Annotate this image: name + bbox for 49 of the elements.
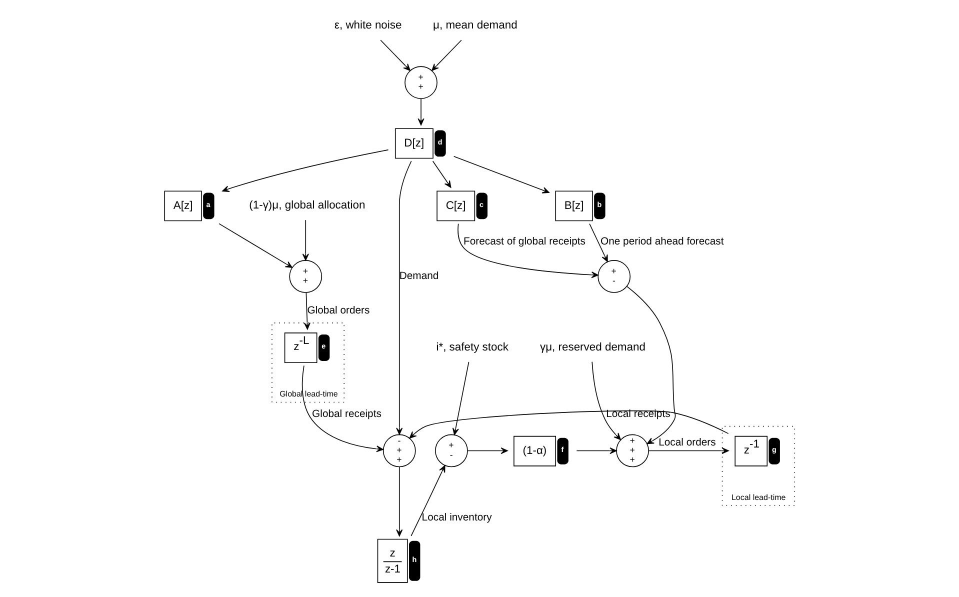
- edge-label: Forecast of global receipts: [463, 236, 586, 248]
- arrow: [589, 223, 608, 262]
- arrow: [452, 362, 470, 436]
- node-label: h: [412, 554, 417, 564]
- node-circle: + + +: [616, 434, 649, 468]
- node-circle: + +: [404, 66, 438, 99]
- arrow: [222, 149, 389, 192]
- arrow: [218, 223, 293, 268]
- node-label: g: [772, 445, 776, 454]
- arrow: [304, 292, 310, 330]
- arrow: [648, 447, 729, 454]
- arrow: [409, 410, 729, 439]
- arrow: [302, 220, 309, 261]
- arrow: [302, 365, 384, 452]
- arrow: [626, 286, 676, 444]
- arrow: [453, 156, 550, 194]
- node-circle: + -: [598, 260, 631, 293]
- node-circle: + +: [289, 260, 322, 293]
- arrow: [458, 223, 598, 278]
- edge-label: One period ahead forecast: [600, 236, 724, 248]
- arrow: [432, 40, 462, 71]
- node-label: f: [561, 445, 564, 454]
- node-text: ε, white noise: [334, 20, 402, 32]
- arrow: [380, 40, 410, 71]
- arrow: [576, 447, 617, 454]
- arrow: [396, 160, 412, 435]
- edge-label: Local orders: [658, 437, 716, 448]
- node-text: (1-γ)μ, global allocation: [249, 200, 366, 212]
- arrow: [410, 465, 446, 536]
- edge-label: Local inventory: [422, 512, 492, 524]
- node-label: e: [322, 342, 326, 351]
- arrow: [396, 466, 403, 536]
- node-label: a: [206, 200, 210, 209]
- arrow: [432, 160, 452, 188]
- edge-label: Local receipts: [606, 409, 670, 420]
- arrow: [467, 447, 508, 454]
- node-label: c: [480, 200, 484, 209]
- node-text: μ, mean demand: [433, 20, 518, 32]
- node-circle: + -: [435, 434, 468, 468]
- node-label: d: [438, 137, 442, 146]
- node-label: b: [597, 200, 602, 209]
- edge-label: Global receipts: [312, 409, 382, 420]
- edge-label: Global orders: [307, 306, 370, 317]
- node-text: i*, safety stock: [436, 341, 508, 354]
- node-circle: - + +: [382, 434, 416, 468]
- arrow: [592, 361, 621, 440]
- node-text: γμ, reserved demand: [540, 341, 646, 354]
- arrow: [418, 98, 424, 126]
- edge-label: Demand: [399, 271, 439, 282]
